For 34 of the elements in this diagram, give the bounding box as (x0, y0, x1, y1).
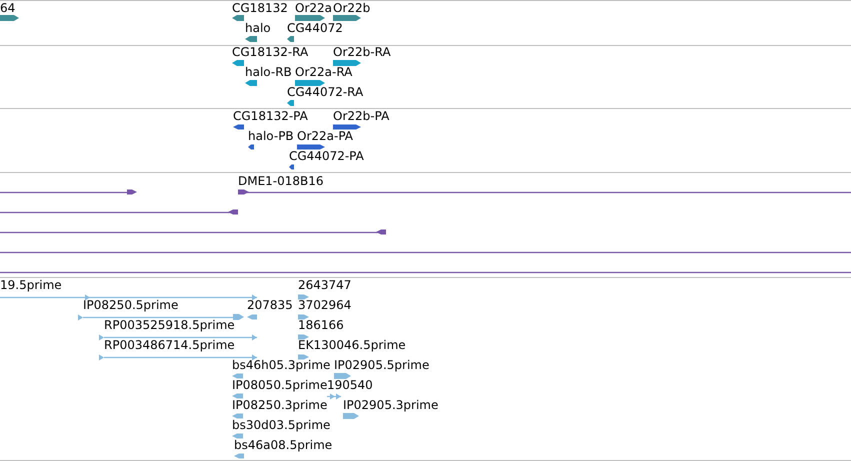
feature-label: bs30d03.5prime (232, 418, 330, 432)
feature-label: Or22a-RA (295, 65, 352, 79)
feature-label: IP02905.5prime (334, 358, 430, 372)
feature-label: CG18132-PA (233, 109, 308, 123)
feature-label: Or22a-PA (297, 129, 354, 143)
feature-label: Or22a (295, 1, 332, 15)
feature-label: CG18132 (232, 1, 288, 15)
feature-label: Or22b (333, 1, 370, 15)
feature-label: 64 (0, 1, 16, 15)
feature-label: IP08250.3prime (232, 398, 328, 412)
feature-label: CG44072-PA (289, 149, 364, 163)
feature-label: 190540 (327, 378, 373, 392)
feature-label: DME1-018B16 (238, 174, 324, 188)
feature-label: 207835 (247, 298, 293, 312)
feature-label: 19.5prime (0, 278, 62, 292)
feature-label: IP08250.5prime (83, 298, 178, 312)
feature-label: CG44072 (287, 21, 343, 35)
feature-label: bs46a08.5prime (234, 438, 332, 452)
feature-label: IP02905.3prime (343, 398, 438, 412)
feature-label: CG44072-RA (287, 85, 364, 99)
feature-label: Or22b-RA (333, 45, 391, 59)
feature-label: CG18132-RA (232, 45, 308, 59)
feature-label: RP003525918.5prime (104, 318, 235, 332)
feature-label: halo-PB (248, 129, 294, 143)
feature-label: 2643747 (298, 278, 352, 292)
feature-label: RP003486714.5prime (104, 338, 235, 352)
feature-label: 3702964 (298, 298, 352, 312)
feature-label: halo (245, 21, 271, 35)
feature-label: halo-RB (245, 65, 292, 79)
feature-label: 186166 (298, 318, 344, 332)
feature-label: IP08050.5prime (232, 378, 328, 392)
feature-label: EK130046.5prime (298, 338, 406, 352)
feature-label: bs46h05.3prime (232, 358, 330, 372)
feature-label: Or22b-PA (333, 109, 390, 123)
